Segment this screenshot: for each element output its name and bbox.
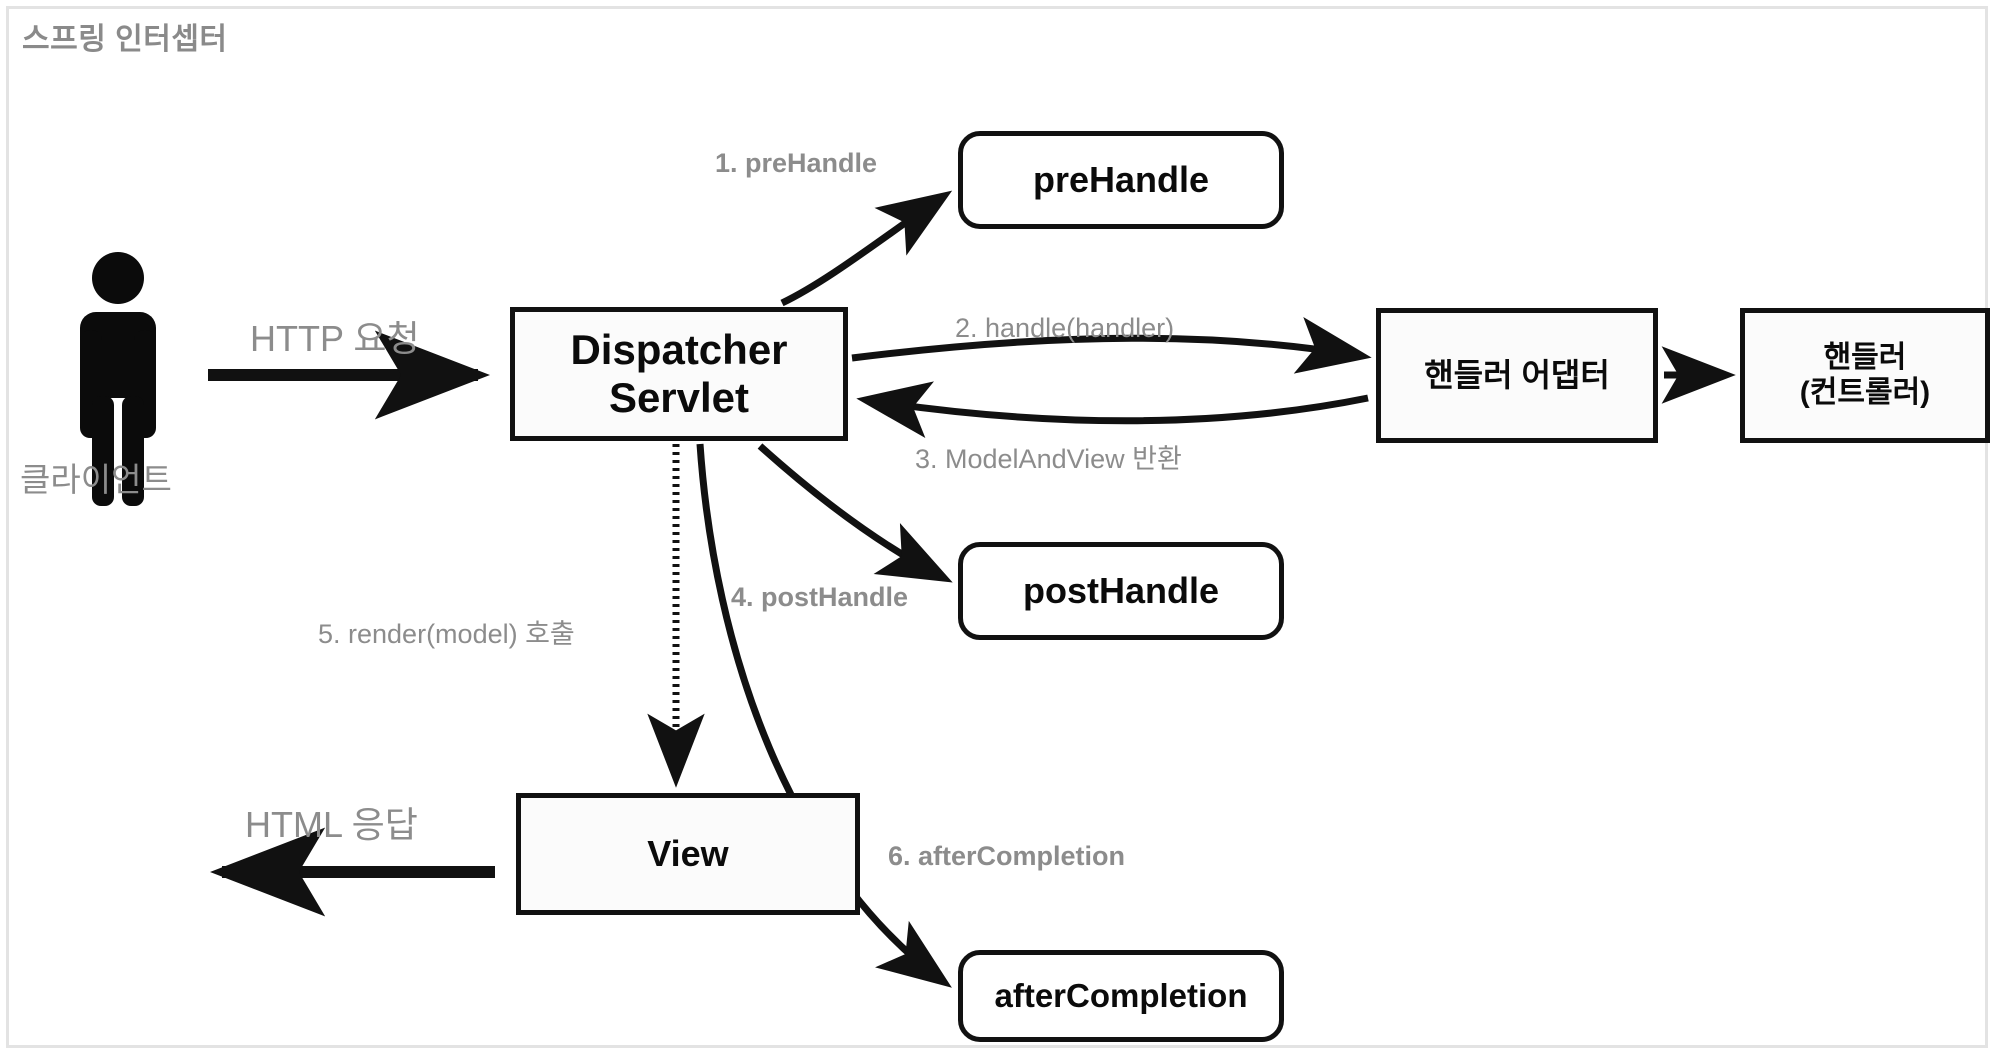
node-posthandle-label: postHandle [1022,570,1219,612]
node-dispatcher-servlet-label: Dispatcher Servlet [570,325,788,421]
node-posthandle[interactable]: postHandle [958,542,1284,640]
node-handler-controller[interactable]: 핸들러 (컨트롤러) [1740,308,1990,443]
diagram-title: 스프링 인터셉터 [22,23,228,56]
node-dispatcher-servlet[interactable]: Dispatcher Servlet [510,307,848,441]
node-prehandle-label: preHandle [1032,159,1210,201]
edge-label-step3: 3. ModelAndView 반환 [915,444,1182,474]
node-aftercompletion[interactable]: afterCompletion [958,950,1284,1042]
node-prehandle[interactable]: preHandle [958,131,1284,229]
node-aftercompletion-label: afterCompletion [994,977,1248,1015]
edge-label-step5: 5. render(model) 호출 [318,619,575,649]
edge-step4-posthandle [757,443,953,583]
edge-label-step6: 6. afterCompletion [888,841,1126,871]
node-view-label: View [647,833,729,875]
node-view[interactable]: View [516,793,860,915]
edge-step2-handle [851,316,1372,374]
edge-step3-modelandview [856,381,1369,439]
edge-step6-aftercompletion [696,443,952,988]
edge-label-step4: 4. postHandle [731,582,909,612]
edge-step1-prehandle [780,190,953,307]
person-icon [80,252,156,506]
node-handler-adapter[interactable]: 핸들러 어댑터 [1376,308,1658,443]
edge-label-step1: 1. preHandle [715,148,878,178]
edge-label-step2: 2. handle(handler) [955,313,1175,343]
node-handler-adapter-label: 핸들러 어댑터 [1424,357,1610,394]
edge-label-html-response: HTML 응답 [245,804,418,845]
edge-label-http-request: HTTP 요청 [250,318,420,359]
node-handler-controller-label: 핸들러 (컨트롤러) [1799,341,1931,409]
actor-caption-client: 클라이언트 [20,461,172,498]
